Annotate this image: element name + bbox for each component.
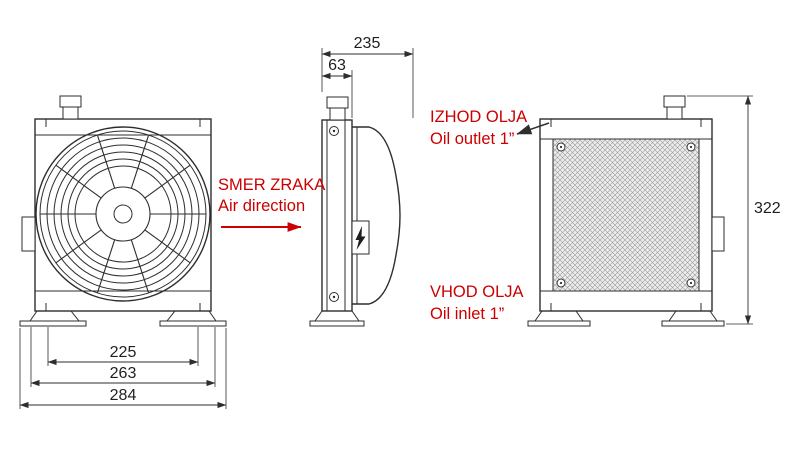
rear-corner-screws — [556, 142, 696, 288]
rear-view: 322 — [527, 95, 781, 327]
side-fan-shroud-profile — [352, 126, 401, 305]
fan-hub-center-hole — [113, 204, 133, 224]
oil-inlet-label-en: Oil inlet 1” — [430, 305, 504, 323]
rear-mounting-feet — [527, 310, 725, 327]
oil-inlet-label-sl: VHOD OLJA — [430, 283, 524, 301]
side-mounting-foot — [309, 310, 365, 327]
front-flange-ticks — [45, 119, 201, 311]
dimension-overall-height: 322 — [687, 95, 781, 325]
side-port-bolt-bottom — [329, 292, 339, 302]
fan-guard-spokes — [40, 134, 206, 294]
front-mounting-feet — [19, 310, 227, 327]
dimension-width-outer: 263 — [30, 327, 216, 387]
rear-right-bracket — [711, 216, 725, 252]
side-port-bolt-top — [329, 126, 339, 136]
dim-label-322: 322 — [754, 200, 781, 217]
dim-label-235: 235 — [354, 35, 381, 52]
annotations: SMER ZRAKA Air direction IZHOD OLJA Oil … — [218, 108, 550, 323]
dimension-core-depth: 63 — [321, 57, 353, 118]
oil-outlet-arrow — [516, 122, 550, 135]
dim-label-225: 225 — [110, 344, 137, 361]
oil-outlet-label-sl: IZHOD OLJA — [430, 108, 527, 126]
dimension-overall-depth: 235 — [321, 35, 414, 118]
front-port-fitting — [59, 95, 82, 120]
dimension-overall-width: 284 — [19, 328, 227, 409]
air-direction-label-en: Air direction — [218, 197, 305, 215]
rear-flange-ticks — [550, 119, 702, 311]
dim-label-63: 63 — [328, 57, 346, 74]
rear-port-fitting — [663, 95, 686, 120]
front-left-bracket — [21, 216, 36, 252]
oil-outlet-label-en: Oil outlet 1” — [430, 130, 514, 148]
dim-label-284: 284 — [110, 387, 137, 404]
air-direction-label-sl: SMER ZRAKA — [218, 176, 325, 194]
side-port-fitting — [326, 96, 349, 121]
side-view: 235 63 — [309, 35, 414, 327]
dim-label-263: 263 — [110, 365, 137, 382]
lightning-bolt-icon — [355, 226, 366, 250]
dimension-width-inner: 225 — [47, 327, 199, 366]
front-view: 225 263 284 — [19, 95, 227, 409]
fan-shroud-circle — [35, 126, 211, 302]
rear-mesh-core — [552, 138, 700, 292]
